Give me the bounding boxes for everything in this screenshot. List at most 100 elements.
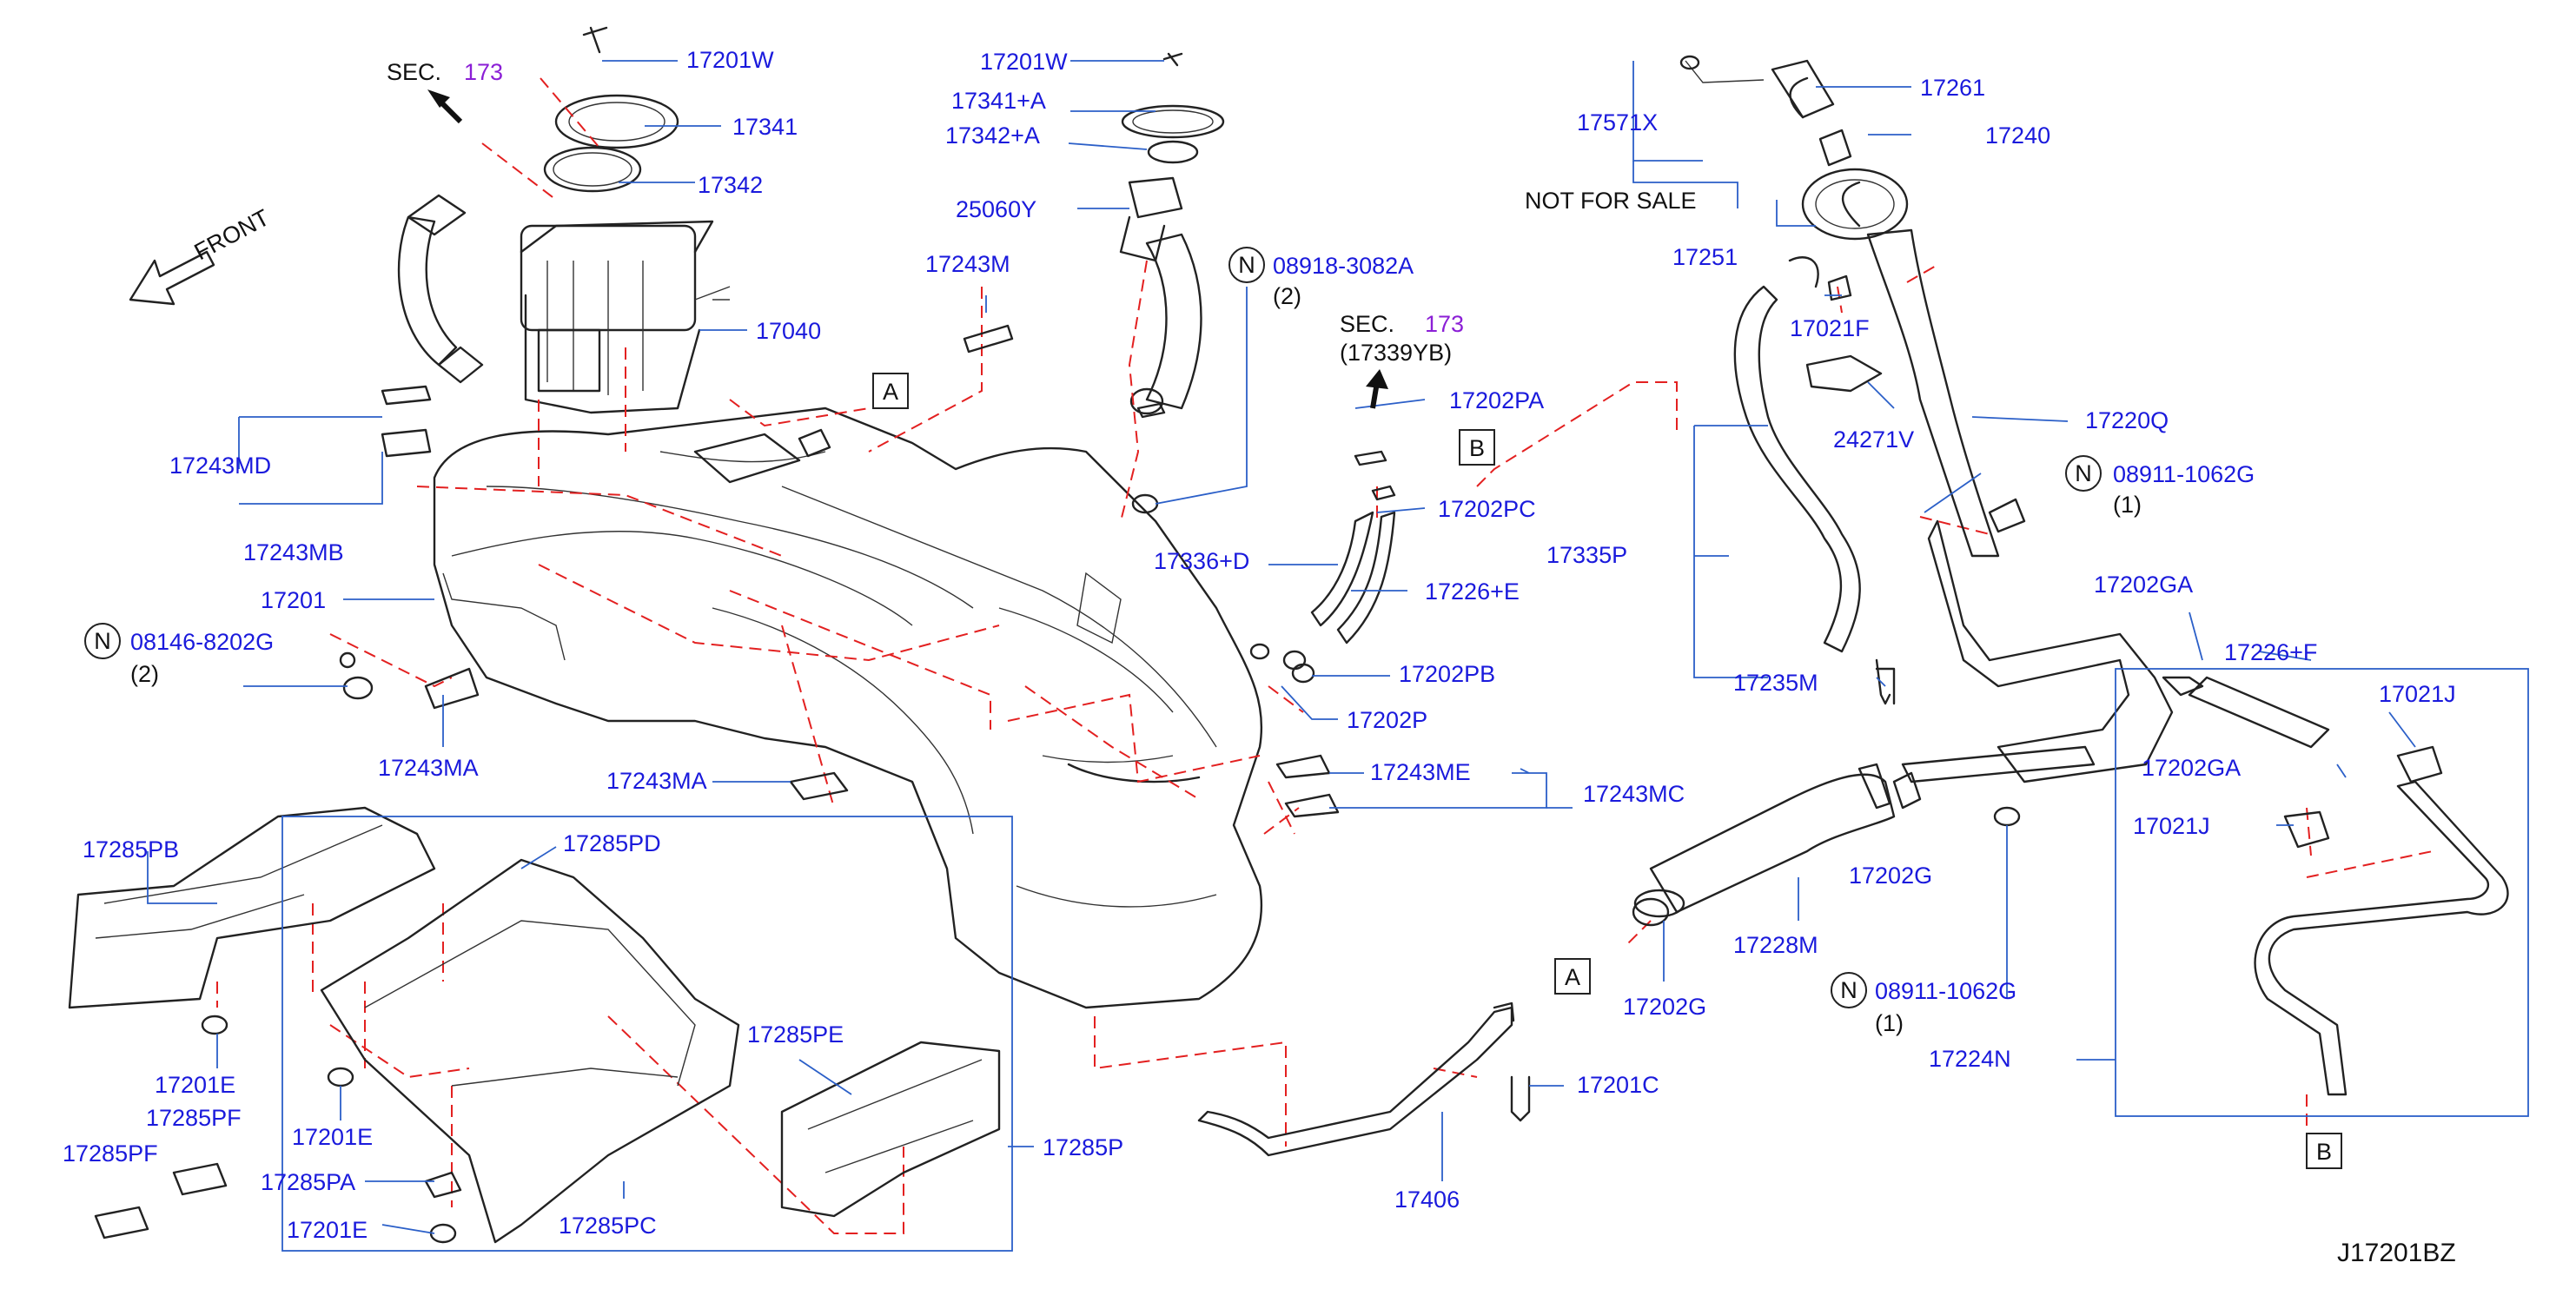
label-08911-1062G-a: 08911-1062G [2113, 461, 2255, 487]
sec-173-reference: (17339YB) [1340, 340, 1452, 366]
label-17341-A: 17341+A [951, 88, 1046, 114]
sec-arrowhead-center-icon [1366, 369, 1388, 389]
label-17285PF-a: 17285PF [146, 1105, 242, 1131]
label-17285PB: 17285PB [83, 836, 179, 863]
label-17251: 17251 [1672, 244, 1738, 270]
label-17285P: 17285P [1043, 1134, 1123, 1160]
callout-b-bottom-box [2306, 1133, 2342, 1169]
sec-173-number-left: 173 [464, 59, 503, 85]
label-17201: 17201 [261, 587, 326, 613]
label-17201C: 17201C [1577, 1072, 1659, 1098]
callout-b-bottom: B [2316, 1139, 2332, 1165]
leader-lines [147, 60, 2416, 1234]
label-17243M: 17243M [925, 251, 1010, 277]
label-17261: 17261 [1920, 75, 1985, 101]
label-17285PE: 17285PE [747, 1021, 844, 1048]
label-17243MA-left: 17243MA [378, 755, 479, 781]
label-17243MB: 17243MB [243, 539, 344, 565]
label-08911-1062G-b: 08911-1062G [1875, 978, 2016, 1004]
detail-box-17285P [281, 816, 1013, 1252]
label-17342-A: 17342+A [945, 122, 1040, 149]
not-for-sale-label: NOT FOR SALE [1525, 188, 1697, 214]
label-17243MA-center: 17243MA [606, 768, 707, 794]
callout-a-bottom-box [1554, 958, 1591, 995]
label-17226-F: 17226+F [2224, 639, 2317, 665]
nut-symbol-icon-4 [1831, 972, 1867, 1008]
label-17285PC: 17285PC [559, 1213, 657, 1239]
label-24271V: 24271V [1833, 426, 1914, 453]
nut-symbol-4: N [1840, 977, 1858, 1003]
label-17220Q: 17220Q [2085, 407, 2169, 433]
detail-box-17224N [2115, 668, 2529, 1117]
hardware-small-parts [94, 324, 2021, 1244]
heat-insulators [68, 806, 1001, 1244]
label-17202PA: 17202PA [1449, 387, 1544, 413]
callout-b-top: B [1469, 435, 1485, 461]
label-17341: 17341 [732, 114, 798, 140]
nut-symbol-icon-2 [1228, 247, 1265, 283]
label-17202GA-b: 17202GA [2142, 755, 2241, 781]
sec-173-prefix-left: SEC. [387, 59, 441, 85]
label-17285PA: 17285PA [261, 1169, 355, 1195]
front-arrow-icon [129, 250, 215, 306]
label-17235M: 17235M [1733, 670, 1818, 696]
callout-a-bottom: A [1565, 964, 1580, 990]
callout-b-top-box [1459, 429, 1495, 466]
label-17201E-b: 17201E [292, 1124, 373, 1150]
label-17202P: 17202P [1347, 707, 1427, 733]
pump-module-assembly-center [1119, 52, 1225, 415]
label-17335P: 17335P [1546, 542, 1627, 568]
filler-neck-assembly [1633, 55, 2330, 918]
label-08918-3082A: 08918-3082A [1273, 253, 1414, 279]
label-17243MC: 17243MC [1583, 781, 1685, 807]
label-08911-a-qty: (1) [2113, 492, 2142, 518]
label-17021F: 17021F [1790, 315, 1870, 341]
label-17202GA-a: 17202GA [2094, 572, 2193, 598]
label-08918-qty: (2) [1273, 283, 1301, 309]
label-17243ME: 17243ME [1370, 759, 1471, 785]
callout-a-top-box [872, 373, 909, 409]
nut-symbol-icon-1 [84, 623, 121, 659]
fuel-pump-assembly [397, 26, 731, 414]
label-08911-b-qty: (1) [1875, 1010, 1904, 1036]
clip-17021j-b [2283, 810, 2330, 849]
label-17202PC: 17202PC [1438, 496, 1536, 522]
label-17201E-a: 17201E [155, 1072, 235, 1098]
label-08146-8202G: 08146-8202G [130, 629, 274, 655]
label-17201W-left: 17201W [686, 47, 774, 73]
label-17243MD: 17243MD [169, 453, 271, 479]
label-17021J-b: 17021J [2133, 813, 2210, 839]
label-17228M: 17228M [1733, 932, 1818, 958]
label-17202PB: 17202PB [1399, 661, 1495, 687]
fuel-tank [339, 407, 1263, 1009]
label-17406: 17406 [1394, 1187, 1460, 1213]
tank-band [1197, 1001, 1515, 1157]
nut-symbol-3: N [2075, 460, 2092, 486]
label-17202G-b: 17202G [1623, 994, 1706, 1020]
sec-173-number-center: 173 [1425, 311, 1464, 337]
front-label: FRONT [190, 204, 274, 265]
label-17040: 17040 [756, 318, 821, 344]
label-17336-D: 17336+D [1154, 548, 1249, 574]
label-17224N: 17224N [1929, 1046, 2011, 1072]
label-17201W-center: 17201W [980, 49, 1068, 75]
label-08146-qty: (2) [130, 661, 159, 687]
callout-a-top: A [883, 379, 898, 405]
nut-symbol-icon-3 [2065, 455, 2102, 492]
label-17342: 17342 [698, 172, 763, 198]
label-17201E-c: 17201E [287, 1217, 368, 1243]
clip-17021j-a [2396, 745, 2443, 783]
sec-173-prefix-center: SEC. [1340, 311, 1394, 337]
label-17571X: 17571X [1577, 109, 1658, 136]
label-17202G-a: 17202G [1849, 863, 1932, 889]
label-17240: 17240 [1985, 122, 2050, 149]
diagram-code: J17201BZ [2337, 1239, 2456, 1267]
assembly-guide-lines [216, 77, 2434, 1234]
label-17285PD: 17285PD [563, 830, 661, 856]
label-17226-E: 17226+E [1425, 578, 1520, 605]
label-25060Y: 25060Y [956, 196, 1036, 222]
label-17285PF-b: 17285PF [63, 1140, 158, 1167]
nut-symbol-2: N [1238, 252, 1255, 278]
hose-17224n [2254, 780, 2509, 1096]
